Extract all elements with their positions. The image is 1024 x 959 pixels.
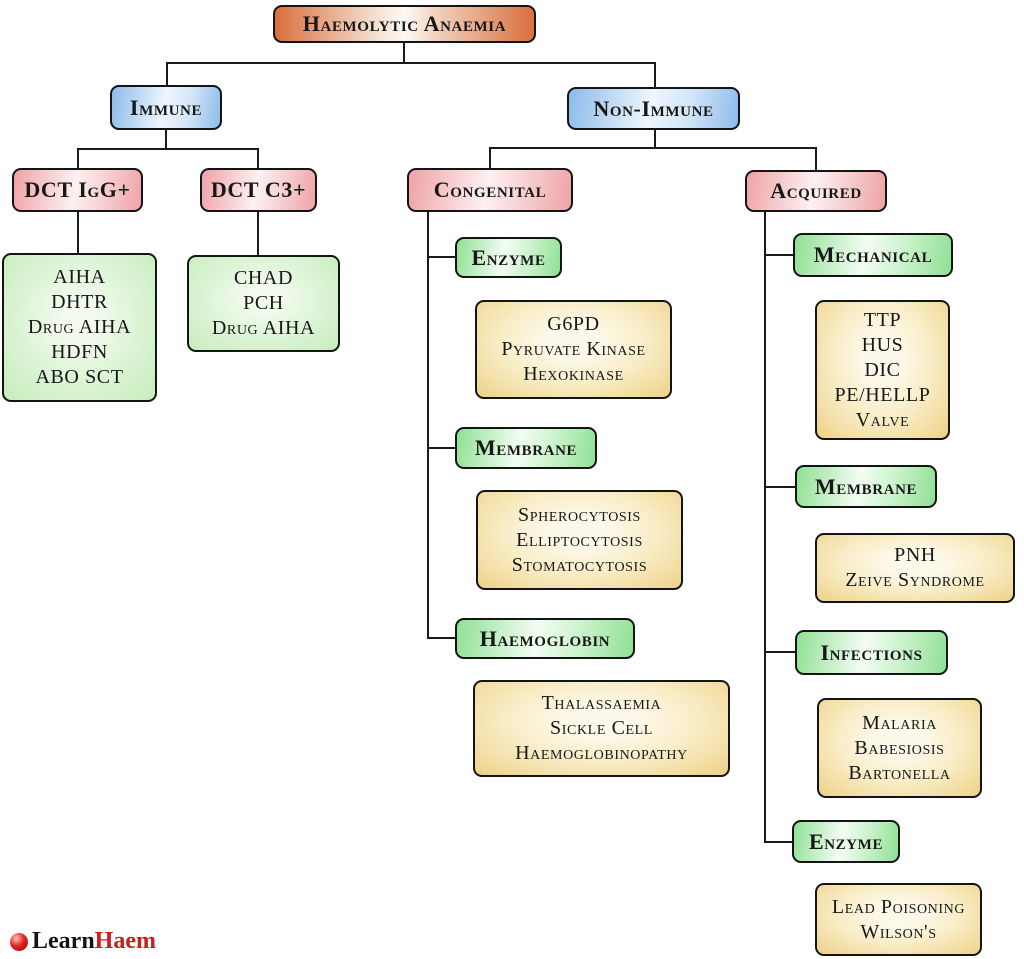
list-line: DIC [864,358,901,381]
node-label: DCT C3+ [210,177,307,202]
connector [166,62,656,64]
node-acquired: Acquired [745,170,887,212]
list-line: Hexokinase [523,363,624,385]
list-line: DHTR [51,291,108,313]
connector [654,130,656,148]
connector [427,447,456,449]
connector [77,210,79,254]
node-acquired-infections-list: Malaria Babesiosis Bartonella [817,698,982,798]
node-acquired-enzyme-list: Lead Poisoning Wilson's [815,883,982,956]
connector [77,148,259,150]
connector [764,651,796,653]
node-non-immune: Non-Immune [567,87,740,130]
node-label: Non-Immune [593,95,714,121]
list-line: Babesiosis [854,736,945,759]
connector [764,486,796,488]
list-line: Elliptocytosis [516,528,643,551]
list-line: Spherocytosis [518,503,641,526]
logo-red-sphere-icon [10,932,28,951]
node-immune: Immune [110,85,222,130]
list-line: HUS [861,333,904,356]
node-label: Mechanical [813,242,933,267]
list-line: G6PD [547,313,600,335]
node-acquired-enzyme: Enzyme [792,820,900,863]
node-label: Membrane [814,473,918,499]
list-line: TTP [863,308,902,331]
node-dct-igg-list: AIHA DHTR Drug AIHA HDFN ABO SCT [2,253,157,402]
node-dct-igg: DCT IgG+ [12,168,143,212]
node-congenital-enzyme-list: G6PD Pyruvate Kinase Hexokinase [475,300,672,399]
list-line: Drug AIHA [27,316,132,338]
node-acquired-membrane: Membrane [795,465,937,508]
node-label: Immune [129,94,203,120]
list-line: AIHA [53,266,106,288]
connector [427,637,456,639]
node-congenital-haemoglobin: Haemoglobin [455,618,635,659]
node-label: DCT IgG+ [24,177,131,202]
list-line: Wilson's [860,920,937,943]
node-label: Infections [820,639,923,665]
connector [654,62,656,88]
list-line: Pyruvate Kinase [501,338,646,360]
connector [427,211,429,639]
node-congenital: Congenital [407,168,573,212]
connector [815,147,817,171]
list-line: Stomatocytosis [511,553,648,576]
node-label: Enzyme [471,244,546,270]
connector [764,254,794,256]
node-label: Membrane [474,435,578,460]
node-label: Haemoglobin [479,625,611,651]
node-congenital-membrane-list: Spherocytosis Elliptocytosis Stomatocyto… [476,490,683,590]
node-label: Enzyme [808,828,884,854]
connector [427,256,456,258]
node-haemolytic-anaemia: Haemolytic Anaemia [273,5,536,43]
logo-text-learn: Learn [32,928,95,954]
list-line: PNH [894,544,936,566]
list-line: PE/HELLP [834,383,931,406]
connector [764,841,793,843]
list-line: Zeive Syndrome [845,569,985,591]
list-line: HDFN [51,341,108,363]
connector [257,148,259,169]
connector [257,210,259,256]
connector [166,62,168,86]
node-congenital-membrane: Membrane [455,427,597,469]
connector [489,147,817,149]
list-line: Valve [855,408,910,431]
list-line: Thalassaemia [541,692,662,714]
node-label: Congenital [433,177,547,202]
connector [403,43,405,64]
node-congenital-enzyme: Enzyme [455,237,562,278]
learnhaem-logo: Learn Haem [10,928,156,955]
node-congenital-haemoglobin-list: Thalassaemia Sickle Cell Haemoglobinopat… [473,680,730,777]
list-line: Bartonella [848,761,951,784]
list-line: CHAD [233,267,294,289]
node-label: Acquired [770,178,862,203]
connector [489,147,491,169]
list-line: Lead Poisoning [831,895,966,918]
list-line: Malaria [862,711,937,734]
node-acquired-mechanical-list: TTP HUS DIC PE/HELLP Valve [815,300,950,440]
list-line: ABO SCT [35,366,124,388]
list-line: Drug AIHA [211,317,316,339]
logo-text-haem: Haem [94,928,156,954]
node-acquired-membrane-list: PNH Zeive Syndrome [815,533,1015,603]
node-acquired-infections: Infections [795,630,948,675]
node-dct-c3: DCT C3+ [200,168,317,212]
connector [764,211,766,843]
connector [77,148,79,169]
node-dct-c3-list: CHAD PCH Drug AIHA [187,255,340,352]
list-line: Sickle Cell [550,717,653,739]
list-line: PCH [243,292,284,314]
list-line: Haemoglobinopathy [515,742,688,764]
node-acquired-mechanical: Mechanical [793,233,953,277]
node-label: Haemolytic Anaemia [302,11,507,36]
connector [165,130,167,149]
